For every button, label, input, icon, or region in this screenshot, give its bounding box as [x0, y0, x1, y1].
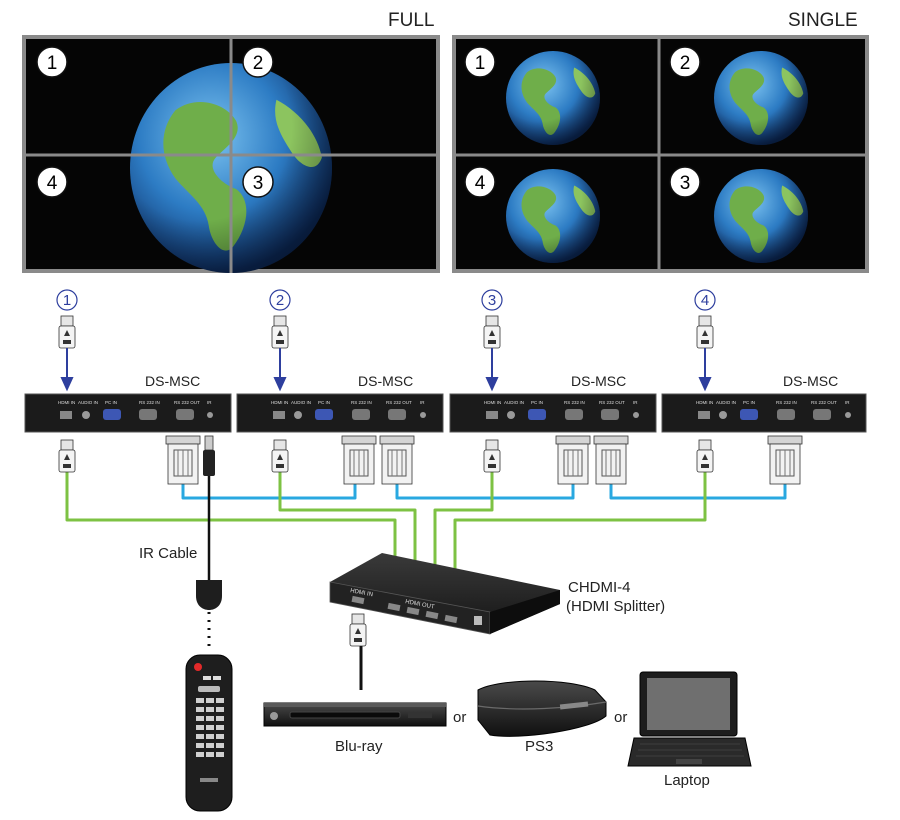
- single-screen-number: 3: [680, 173, 691, 194]
- vga-plug-icon: [379, 435, 415, 485]
- ds-msc-controller: [24, 393, 232, 433]
- channel-number: 2: [276, 292, 284, 309]
- port-label: IR: [207, 400, 212, 405]
- port-label: PC IN: [105, 400, 117, 405]
- hdmi-plug-icon: [483, 315, 501, 349]
- port-label: RS 232 OUT: [599, 400, 625, 405]
- ps3-label: PS3: [525, 738, 553, 755]
- hdmi-plug-icon: [349, 613, 367, 647]
- vga-plug-icon: [767, 435, 803, 485]
- hdmi-plug-icon: [696, 315, 714, 349]
- port-label: RS 232 OUT: [811, 400, 837, 405]
- ds-msc-controller: [449, 393, 657, 433]
- hdmi-plug-icon: [696, 439, 714, 473]
- port-label: AUDIO IN: [504, 400, 524, 405]
- single-screen-number: 1: [475, 53, 486, 74]
- splitter-in-label: HDMI IN: [350, 588, 374, 598]
- controller-model-label: DS-MSC: [358, 373, 413, 389]
- splitter-subtitle-label: (HDMI Splitter): [566, 598, 665, 615]
- port-label: AUDIO IN: [716, 400, 736, 405]
- arrow-down-icon: [60, 377, 74, 392]
- port-label: AUDIO IN: [78, 400, 98, 405]
- hdmi-wire: [278, 470, 417, 597]
- full-mode-label: FULL: [388, 10, 434, 31]
- port-label: IR: [420, 400, 425, 405]
- splitter-name-label: CHDMI-4: [568, 579, 631, 596]
- ds-msc-controller: [236, 393, 444, 433]
- port-label: HDMI IN: [271, 400, 288, 405]
- port-label: PC IN: [318, 400, 330, 405]
- controller-model-label: DS-MSC: [571, 373, 626, 389]
- port-label: HDMI IN: [484, 400, 501, 405]
- full-screen-number: 4: [47, 173, 58, 194]
- full-screen-number: 3: [253, 173, 264, 194]
- port-label: IR: [845, 400, 850, 405]
- full-screen-number: 1: [47, 53, 58, 74]
- hdmi-plug-icon: [271, 315, 289, 349]
- video-wall-single: [452, 35, 869, 273]
- port-label: PC IN: [531, 400, 543, 405]
- vga-plug-icon: [555, 435, 591, 485]
- rs232-wire: [181, 482, 357, 500]
- single-screen-number: 4: [475, 173, 486, 194]
- port-label: RS 232 OUT: [174, 400, 200, 405]
- controller-model-label: DS-MSC: [783, 373, 838, 389]
- hdmi-plug-icon: [58, 315, 76, 349]
- port-label: PC IN: [743, 400, 755, 405]
- hdmi-wire: [433, 470, 494, 597]
- port-label: HDMI IN: [696, 400, 713, 405]
- hdmi-plug-icon: [483, 439, 501, 473]
- arrow-down-icon: [698, 377, 712, 392]
- ir-jack-icon: [203, 435, 215, 476]
- hdmi-plug-icon: [271, 439, 289, 473]
- vga-plug-icon: [593, 435, 629, 485]
- laptop-label: Laptop: [664, 772, 710, 789]
- channel-number: 3: [488, 292, 496, 309]
- bluray-player-icon: [263, 702, 447, 727]
- hdmi-plug-icon: [58, 439, 76, 473]
- arrow-down-icon: [273, 377, 287, 392]
- port-label: IR: [633, 400, 638, 405]
- ds-msc-controller: [661, 393, 867, 433]
- or-label: or: [614, 709, 627, 726]
- channel-number: 1: [63, 292, 71, 309]
- splitter-out-label: HDMI OUT: [405, 599, 436, 611]
- port-label: RS 232 IN: [351, 400, 372, 405]
- port-label: RS 232 IN: [776, 400, 797, 405]
- arrow-down-icon: [485, 377, 499, 392]
- full-screen-number: 2: [253, 53, 264, 74]
- video-wall-full: [22, 35, 440, 273]
- ps3-console-icon: [477, 680, 607, 737]
- or-label: or: [453, 709, 466, 726]
- controller-model-label: DS-MSC: [145, 373, 200, 389]
- bluray-label: Blu-ray: [335, 738, 383, 755]
- single-screen-number: 2: [680, 53, 691, 74]
- port-label: RS 232 IN: [139, 400, 160, 405]
- remote-control-icon: [185, 654, 233, 812]
- port-label: AUDIO IN: [291, 400, 311, 405]
- port-label: HDMI IN: [58, 400, 75, 405]
- ir-cable-label: IR Cable: [139, 545, 197, 562]
- hdmi-wire: [453, 470, 707, 597]
- vga-plug-icon: [341, 435, 377, 485]
- rs232-wire: [395, 482, 575, 500]
- laptop-icon: [627, 671, 752, 767]
- ir-receiver-icon: [196, 580, 222, 610]
- hdmi-splitter: [329, 553, 560, 635]
- vga-plug-icon: [165, 435, 201, 485]
- port-label: RS 232 IN: [564, 400, 585, 405]
- channel-number: 4: [701, 292, 709, 309]
- port-label: RS 232 OUT: [386, 400, 412, 405]
- rs232-wire: [609, 482, 787, 500]
- single-mode-label: SINGLE: [788, 10, 858, 31]
